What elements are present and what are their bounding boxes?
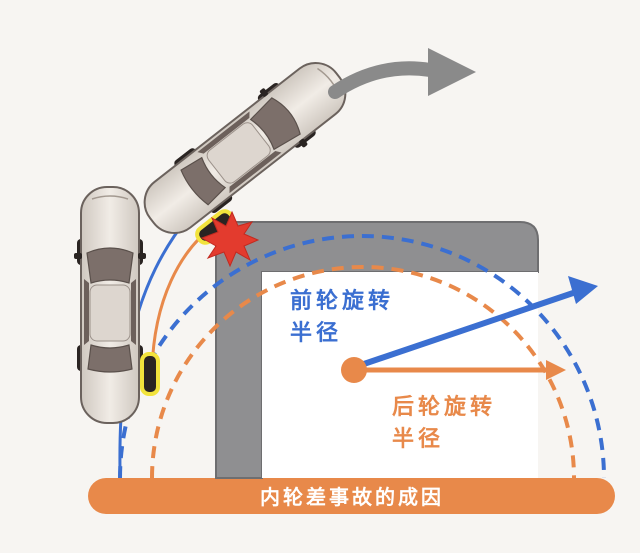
rear-radius-label-line2: 半径	[392, 426, 444, 452]
car-icon	[128, 45, 362, 251]
banner-title: 内轮差事故的成因	[260, 485, 444, 509]
turn-arrow-icon	[328, 48, 476, 99]
front-radius-arrowhead	[568, 276, 598, 304]
rear-wheel-highlight	[140, 352, 160, 396]
collision-burst-icon	[200, 210, 260, 268]
front-radius-label-line2: 半径	[290, 320, 342, 346]
turn-center-dot	[341, 357, 367, 383]
rear-wheel-arc	[150, 265, 576, 479]
building-interior	[262, 272, 538, 478]
rear-radius-label-line1: 后轮旋转	[392, 394, 496, 420]
banner-background	[88, 478, 615, 514]
front-wheel-arc	[118, 234, 606, 479]
car-icon	[73, 186, 147, 424]
rear-radius-arrowhead	[546, 360, 566, 380]
front-radius-arrow	[351, 289, 577, 371]
rear-wheel-track	[150, 223, 216, 371]
front-radius-label-line1: 前轮旋转	[290, 288, 394, 314]
